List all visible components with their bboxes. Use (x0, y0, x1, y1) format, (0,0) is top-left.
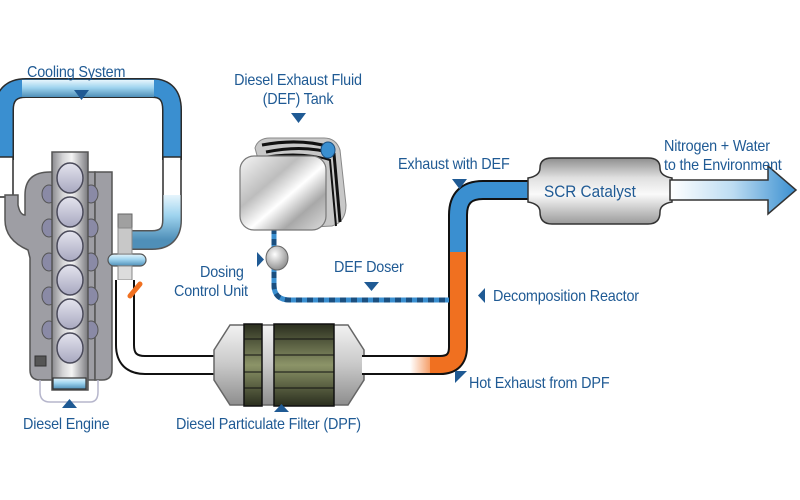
label-output-line2: to the Environment (664, 157, 782, 174)
exhaust-outlet (107, 213, 147, 281)
scr-catalyst (527, 157, 673, 225)
label-decomposition-reactor: Decomposition Reactor (493, 288, 639, 305)
label-def-doser: DEF Doser (334, 259, 404, 276)
def-tank-cap (320, 141, 336, 159)
label-hot-exhaust: Hot Exhaust from DPF (469, 375, 610, 392)
cooling-system-loop (0, 78, 182, 250)
engine-sensor (34, 355, 47, 367)
label-output-line1: Nitrogen + Water (664, 138, 770, 155)
coolant-reservoir (52, 377, 87, 390)
diesel-engine (4, 151, 113, 403)
def-tank (239, 137, 347, 231)
label-def-tank-line1: Diesel Exhaust Fluid (234, 72, 362, 89)
pointer-exhaust-with-def (452, 179, 467, 189)
label-dosing-line2: Control Unit (174, 283, 248, 300)
exhaust-temp-sensor (127, 281, 143, 299)
label-dosing-line1: Dosing (200, 264, 244, 281)
pointer-dpf (274, 404, 289, 412)
coolant-hose-top (22, 80, 154, 97)
label-def-tank-line2: (DEF) Tank (262, 91, 334, 108)
engine-cylinders (56, 162, 84, 364)
label-dpf: Diesel Particulate Filter (DPF) (176, 416, 361, 433)
label-cooling-system: Cooling System (27, 64, 126, 81)
pointer-decomposition-reactor (478, 288, 485, 303)
pointer-diesel-engine (62, 399, 77, 408)
dosing-control-unit (265, 245, 289, 271)
pointer-def-doser (364, 282, 379, 291)
label-scr-catalyst: SCR Catalyst (544, 182, 636, 201)
pointer-def-tank (291, 113, 306, 123)
label-exhaust-with-def: Exhaust with DEF (398, 156, 510, 173)
diesel-particulate-filter (213, 323, 365, 407)
pointer-dosing-unit (257, 252, 264, 267)
pointer-cooling-system (74, 90, 89, 100)
pointer-hot-exhaust (455, 371, 467, 383)
output-arrow (669, 164, 798, 216)
label-diesel-engine: Diesel Engine (23, 416, 110, 433)
